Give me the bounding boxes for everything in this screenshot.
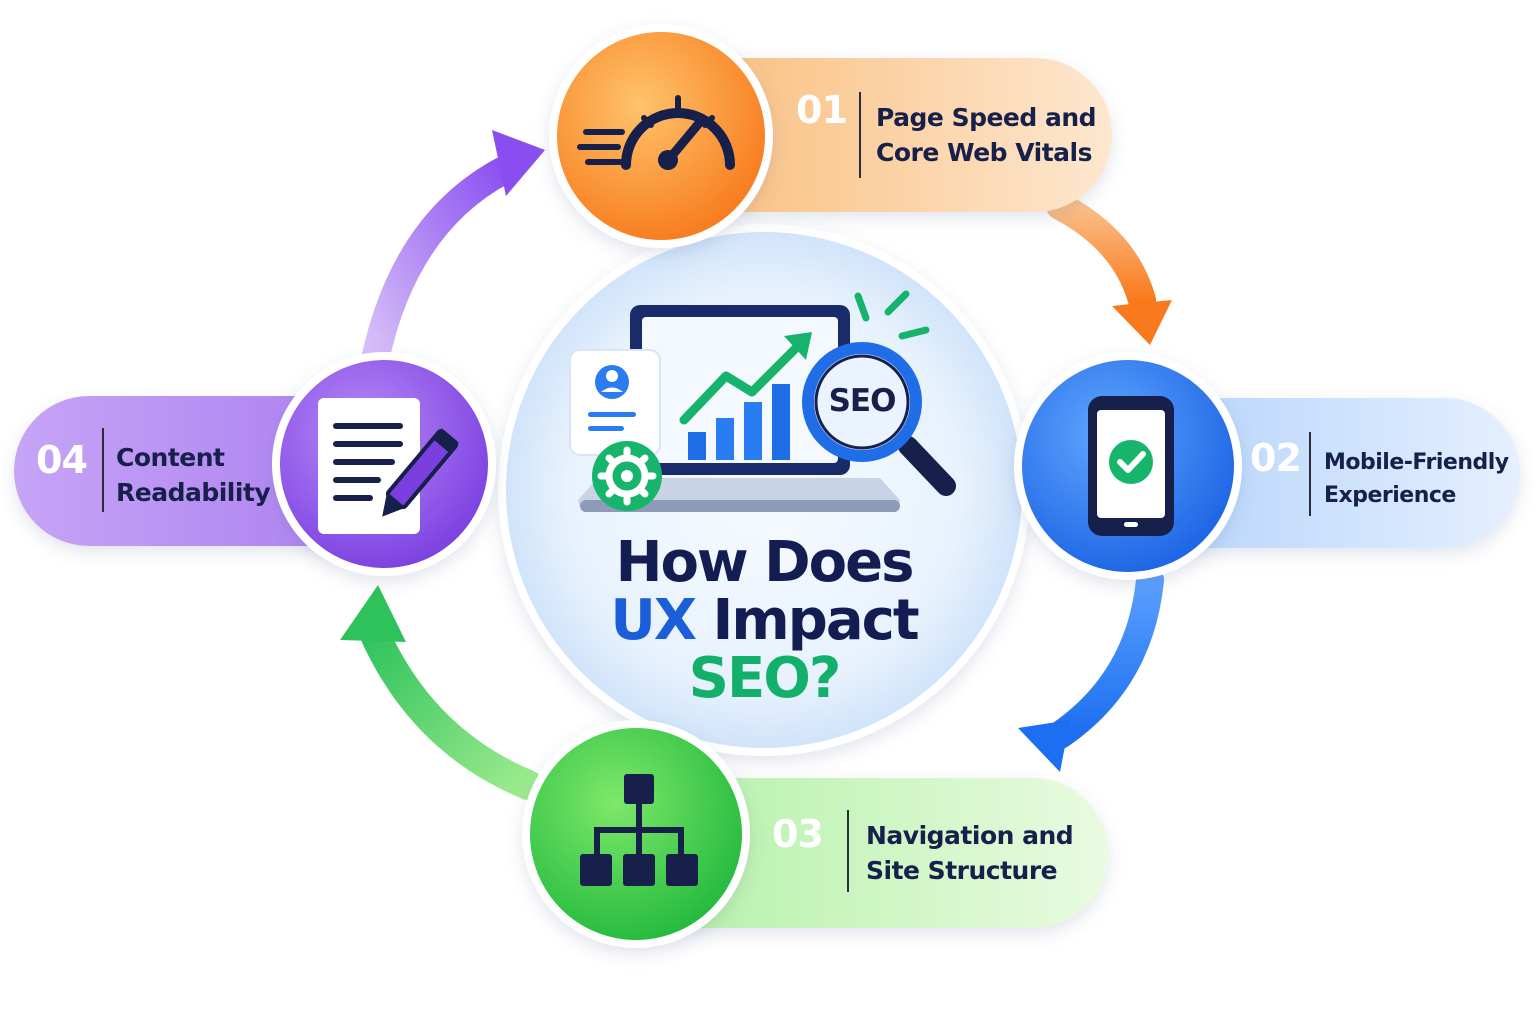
cycle-arrows bbox=[340, 130, 1172, 800]
mobile-check-icon bbox=[1088, 396, 1174, 536]
arrow-04-to-01 bbox=[361, 154, 522, 374]
main-title: How Does UX Impact SEO? bbox=[560, 534, 968, 708]
sitemap-icon bbox=[580, 774, 698, 886]
step-03 bbox=[522, 720, 1108, 948]
step-01 bbox=[549, 24, 1112, 248]
arrow-01-to-02 bbox=[1046, 192, 1156, 314]
step-02-label-line2: Experience bbox=[1324, 483, 1456, 508]
growth-chart-icon bbox=[679, 332, 812, 460]
title-line-1: How Does bbox=[615, 530, 915, 595]
magnifier-seo-label: SEO bbox=[828, 383, 897, 419]
step-01-number: 01 bbox=[796, 88, 848, 132]
step-03-number: 03 bbox=[772, 812, 824, 856]
title-ux-accent: UX bbox=[610, 588, 697, 653]
title-line-2: UX Impact bbox=[560, 592, 968, 650]
step-04-label-line2: Readability bbox=[116, 478, 271, 507]
arrowhead-purple bbox=[492, 130, 545, 196]
user-profile-card-icon bbox=[569, 349, 661, 456]
step-02 bbox=[1014, 352, 1520, 580]
step-02-label: Mobile-Friendly Experience bbox=[1324, 446, 1509, 512]
arrow-02-to-03 bbox=[1046, 566, 1164, 749]
step-01-label: Page Speed and Core Web Vitals bbox=[876, 100, 1097, 170]
arrowhead-green bbox=[340, 585, 406, 642]
step-01-label-line1: Page Speed and bbox=[876, 103, 1097, 132]
arrowhead-blue bbox=[1018, 720, 1070, 772]
step-04-label: Content Readability bbox=[116, 440, 271, 510]
step-03-label: Navigation and Site Structure bbox=[866, 818, 1074, 888]
gear-icon bbox=[592, 441, 662, 511]
speedometer-icon bbox=[577, 95, 735, 170]
step-03-label-line1: Navigation and bbox=[866, 821, 1074, 850]
arrow-03-to-04 bbox=[357, 613, 543, 800]
step-02-number: 02 bbox=[1250, 436, 1302, 480]
arrowhead-orange bbox=[1112, 300, 1172, 345]
step-02-label-line1: Mobile-Friendly bbox=[1324, 450, 1509, 475]
document-edit-icon bbox=[318, 398, 459, 534]
title-impact: Impact bbox=[695, 588, 920, 653]
title-line-3: SEO? bbox=[688, 646, 842, 711]
step-01-label-line2: Core Web Vitals bbox=[876, 138, 1093, 167]
step-04-number: 04 bbox=[36, 438, 88, 482]
center-hub bbox=[498, 224, 1030, 756]
step-03-label-line2: Site Structure bbox=[866, 856, 1058, 885]
magnifier-icon bbox=[802, 290, 956, 496]
step-04 bbox=[14, 352, 496, 576]
step-04-label-line1: Content bbox=[116, 443, 225, 472]
